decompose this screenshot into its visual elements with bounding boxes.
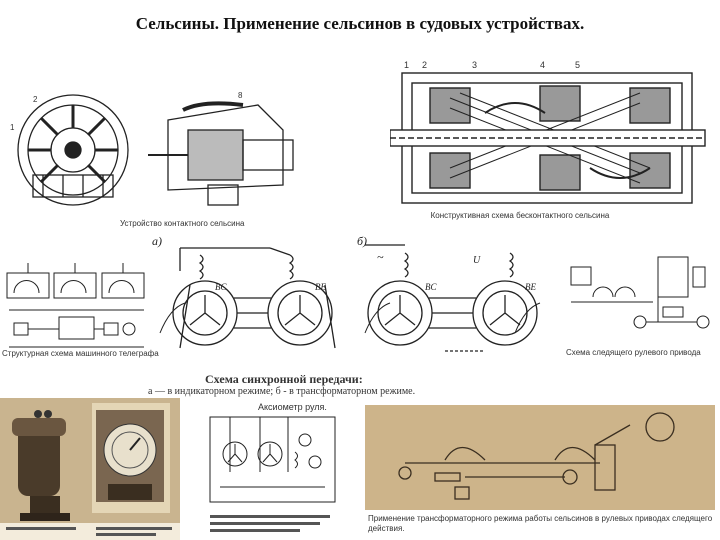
follow-up-rudder-caption: Схема следящего рулевого привода	[566, 348, 701, 357]
axiometer-scheme	[209, 416, 336, 532]
sync-transmission-a: а) BC BE	[152, 234, 336, 349]
structural-scheme-caption: Структурная схема машинного телеграфа	[2, 349, 159, 358]
svg-text:1: 1	[404, 60, 409, 70]
contactless-scheme-caption: Конструктивная схема бесконтактного сель…	[430, 211, 610, 220]
svg-text:3: 3	[472, 60, 477, 70]
page-title: Сельсины. Применение сельсинов в судовых…	[135, 14, 585, 33]
panel-a-label: а)	[152, 234, 162, 248]
svg-text:8: 8	[238, 91, 243, 100]
transformer-mode-caption: Применение трансформаторного режима рабо…	[368, 514, 713, 533]
selsyn-photo	[0, 398, 180, 540]
sync-transmission-b: б) ~ U BC BE	[357, 234, 541, 352]
svg-text:2: 2	[422, 60, 427, 70]
svg-text:1: 1	[10, 123, 15, 132]
sync-title: Схема синхронной передачи:	[205, 372, 363, 386]
bc-right-label: BC	[425, 282, 437, 292]
svg-text:2: 2	[33, 95, 38, 104]
uv-label: U	[473, 255, 481, 266]
be-left-label: BE	[315, 282, 326, 292]
panel-b-label: б)	[357, 234, 367, 248]
contactless-selsyn-scheme: 1 2 3 4 5	[390, 60, 706, 204]
transformer-mode-scheme	[365, 405, 715, 510]
be-right-label: BE	[525, 282, 536, 292]
svg-text:4: 4	[540, 60, 545, 70]
svg-text:5: 5	[575, 60, 580, 70]
machine-telegraph-scheme	[6, 263, 145, 348]
bc-left-label: BC	[215, 282, 227, 292]
follow-up-rudder-scheme	[570, 256, 710, 329]
sync-subtitle: а — в индикаторном режиме; б - в трансфо…	[148, 386, 416, 397]
contact-selsyn-caption: Устройство контактного сельсина	[120, 219, 245, 228]
axiometer-caption: Аксиометр руля.	[258, 402, 327, 412]
tilde-label: ~	[377, 250, 384, 264]
contact-selsyn-drawing: 2 1 8	[10, 91, 294, 206]
